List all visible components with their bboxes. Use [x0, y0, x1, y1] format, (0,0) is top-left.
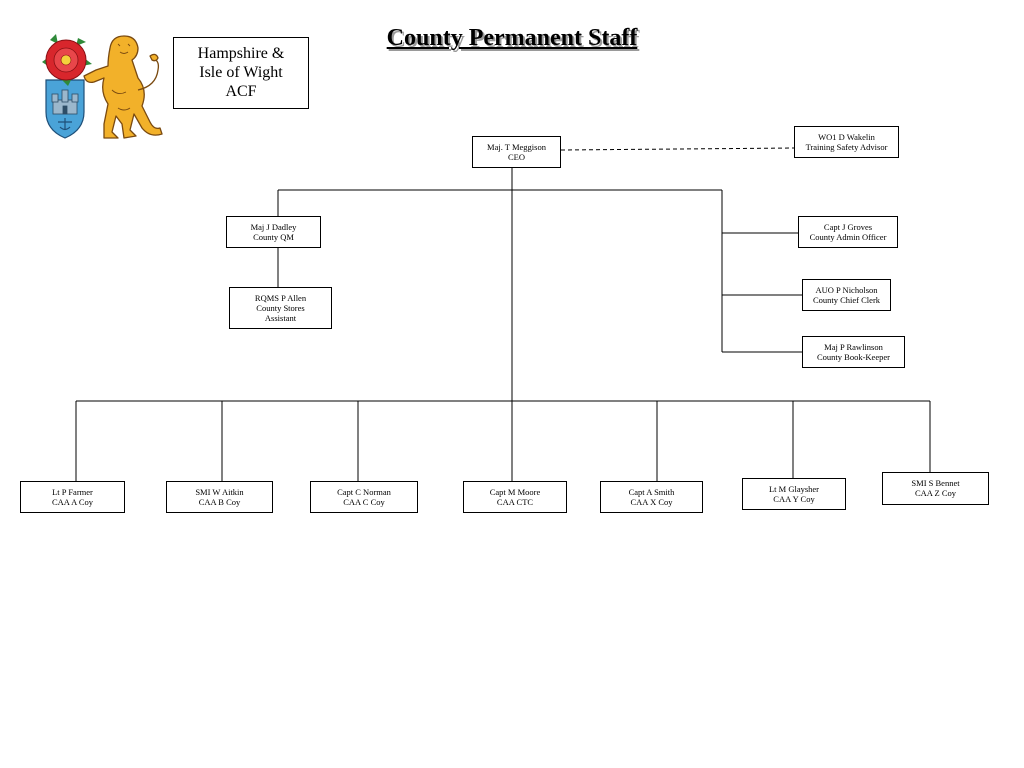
node-name: Lt P Farmer [52, 487, 93, 497]
node-role: County Admin Officer [809, 232, 887, 242]
node-name: Maj J Dadley [250, 222, 297, 232]
node-role: CAA Y Coy [773, 494, 815, 504]
node-name: SMI S Bennet [911, 478, 960, 488]
node-name: Capt J Groves [823, 222, 873, 232]
node-role-line-2: Assistant [264, 313, 297, 323]
node-training-safety-advisor: WO1 D Wakelin Training Safety Advisor [794, 126, 899, 158]
node-role: County QM [253, 232, 294, 242]
node-role: CEO [508, 152, 525, 162]
node-county-chief-clerk: AUO P Nicholson County Chief Clerk [802, 279, 891, 311]
org-line-2: Isle of Wight [199, 64, 283, 81]
org-line-1: Hampshire & [197, 45, 285, 62]
node-name: Capt A Smith [628, 487, 675, 497]
node-caa-ctc: Capt M Moore CAA CTC [463, 481, 567, 513]
node-name: AUO P Nicholson [815, 285, 878, 295]
node-county-stores-assistant: RQMS P Allen County Stores Assistant [229, 287, 332, 329]
node-role: CAA CTC [496, 497, 534, 507]
node-caa-a-coy: Lt P Farmer CAA A Coy [20, 481, 125, 513]
node-county-book-keeper: Maj P Rawlinson County Book-Keeper [802, 336, 905, 368]
node-role: CAA B Coy [198, 497, 241, 507]
node-role: County Book-Keeper [817, 352, 890, 362]
page-title: County Permanent Staff [386, 25, 638, 51]
node-name: WO1 D Wakelin [818, 132, 875, 142]
node-role: CAA A Coy [51, 497, 94, 507]
org-line-3: ACF [225, 83, 257, 100]
node-caa-z-coy: SMI S Bennet CAA Z Coy [882, 472, 989, 505]
node-caa-c-coy: Capt C Norman CAA C Coy [310, 481, 418, 513]
organization-name-box: Hampshire & Isle of Wight ACF [173, 37, 309, 109]
node-caa-b-coy: SMI W Aitkin CAA B Coy [166, 481, 273, 513]
node-name: Capt C Norman [337, 487, 391, 497]
node-name: Capt M Moore [489, 487, 541, 497]
node-role: CAA Z Coy [914, 488, 957, 498]
node-role: Training Safety Advisor [805, 142, 888, 152]
node-caa-x-coy: Capt A Smith CAA X Coy [600, 481, 703, 513]
node-county-admin-officer: Capt J Groves County Admin Officer [798, 216, 898, 248]
node-ceo: Maj. T Meggison CEO [472, 136, 561, 168]
connector-advisor-dashed [560, 147, 796, 151]
node-role: CAA X Coy [630, 497, 673, 507]
node-county-qm: Maj J Dadley County QM [226, 216, 321, 248]
node-name: Maj P Rawlinson [824, 342, 883, 352]
node-name: Lt M Glaysher [768, 484, 820, 494]
node-role-line-1: County Stores [256, 303, 305, 313]
node-role: CAA C Coy [343, 497, 385, 507]
county-crest-logo [42, 34, 163, 139]
node-role: County Chief Clerk [812, 295, 881, 305]
node-name: Maj. T Meggison [487, 142, 546, 152]
node-name: RQMS P Allen [254, 293, 307, 303]
node-caa-y-coy: Lt M Glaysher CAA Y Coy [742, 478, 846, 510]
crest-lion [83, 35, 163, 139]
node-name: SMI W Aitkin [195, 487, 244, 497]
